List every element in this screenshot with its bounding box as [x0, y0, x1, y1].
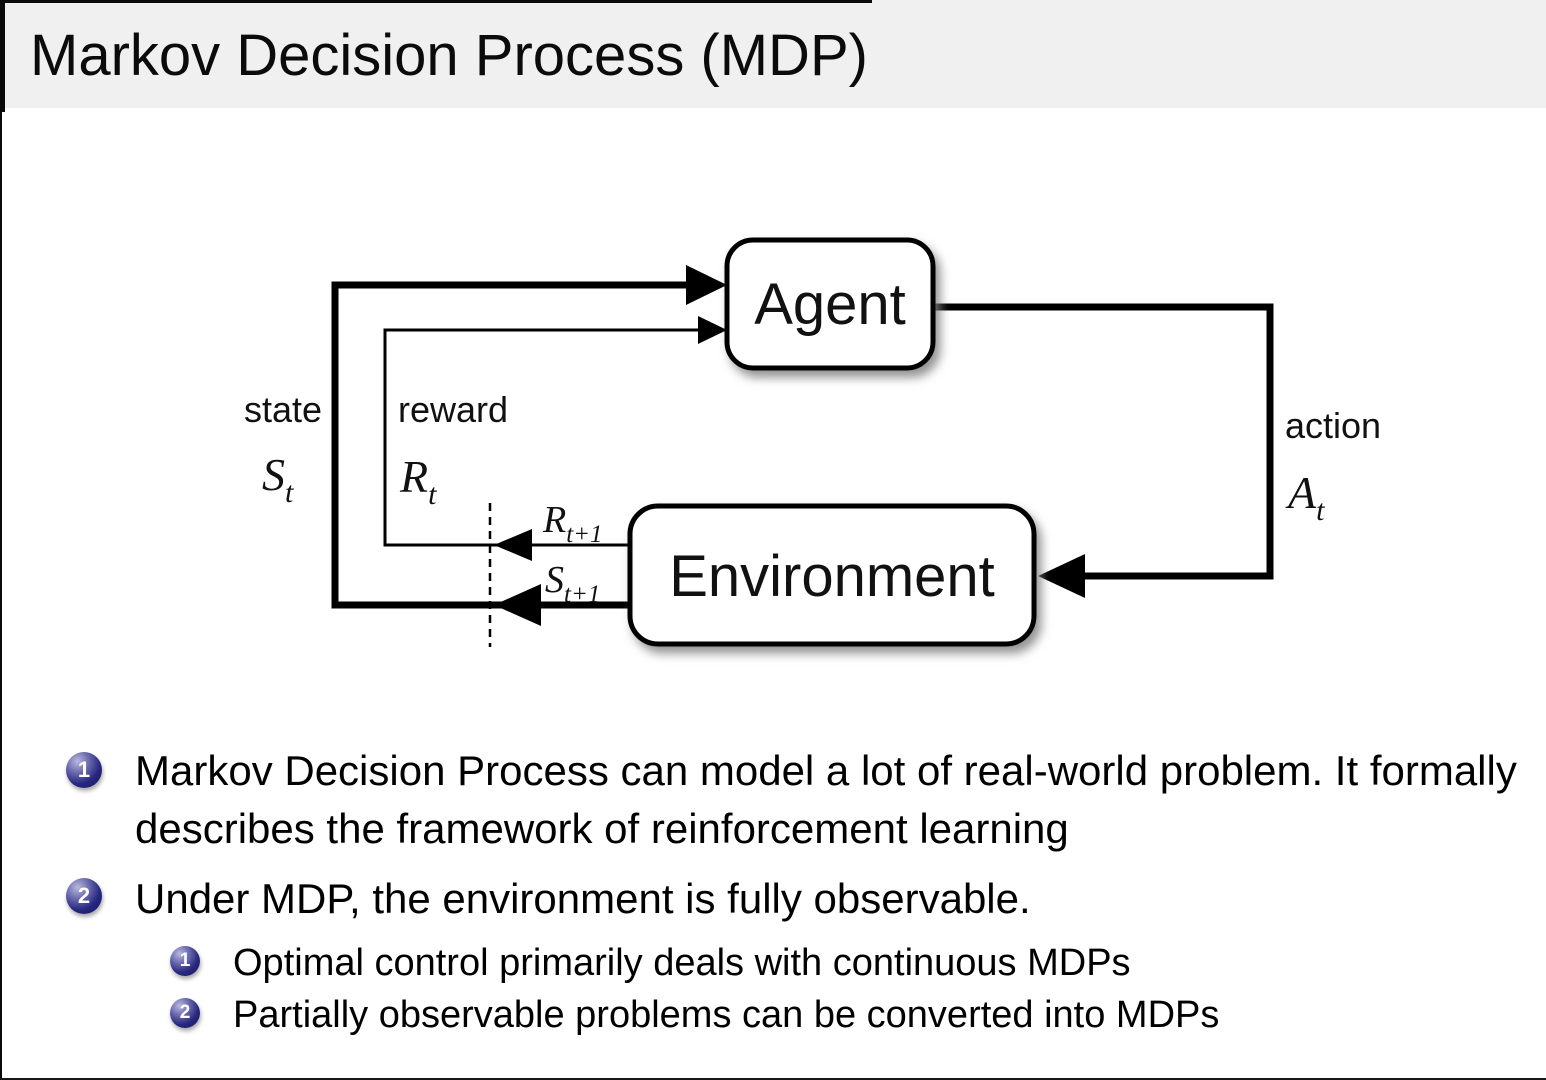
window-bottom-edge — [0, 1078, 1546, 1080]
agent-box — [724, 237, 936, 371]
reward-arrowhead-into-agent-icon — [698, 316, 727, 344]
next-reward-symbol-sub: t+1 — [566, 521, 602, 548]
next-state-symbol: St+1 — [545, 559, 600, 608]
enumerate-ball-1: 1 — [66, 752, 102, 788]
reward-symbol-base: R — [399, 451, 428, 502]
enumerate-ball-2-number: 2 — [77, 883, 91, 908]
action-symbol: At — [1285, 467, 1325, 527]
page-title: Markov Decision Process (MDP) — [30, 23, 868, 88]
window-left-edge-title — [0, 0, 5, 112]
state-loop-line — [331, 281, 690, 609]
sub-enumerate-ball-2-number: 2 — [179, 1002, 191, 1023]
bullet-item-2-text: Under MDP, the environment is fully obse… — [135, 875, 1031, 922]
action-arrowhead-into-environment-icon — [1038, 554, 1085, 598]
action-symbol-base: A — [1285, 467, 1317, 518]
enumerate-ball-2: 2 — [66, 878, 102, 914]
sub-bullet-item-2-text: Partially observable problems can be con… — [233, 994, 1220, 1036]
sub-enumerate-ball-2: 2 — [170, 998, 200, 1028]
state-symbol-base: S — [262, 449, 285, 500]
window-left-edge — [0, 0, 2, 1080]
action-loop-line — [933, 303, 1274, 580]
next-state-symbol-sub: t+1 — [564, 581, 600, 608]
state-arrowhead-into-agent-icon — [686, 265, 727, 305]
agent-label: Agent — [754, 272, 906, 337]
next-state-arrowhead-icon — [494, 584, 541, 626]
mdp-diagram: Agent Environment state St reward Rt Rt+… — [0, 180, 1546, 700]
bullet-item-1-text: Markov Decision Process can model a lot … — [135, 747, 1517, 852]
next-reward-symbol: Rt+1 — [542, 499, 603, 548]
reward-symbol: Rt — [399, 451, 437, 511]
reward-symbol-sub: t — [428, 478, 437, 511]
next-state-symbol-base: S — [545, 559, 564, 601]
enumerate-ball-1-number: 1 — [77, 757, 91, 782]
environment-box — [627, 503, 1037, 647]
reward-label: reward — [398, 389, 508, 430]
sub-bullet-item-1-text: Optimal control primarily deals with con… — [233, 942, 1131, 984]
next-reward-symbol-base: R — [542, 499, 566, 541]
state-symbol-sub: t — [285, 476, 294, 509]
state-label: state — [244, 389, 322, 430]
next-reward-arrowhead-icon — [494, 529, 532, 561]
environment-label: Environment — [669, 544, 995, 609]
sub-enumerate-ball-1: 1 — [170, 946, 200, 976]
sub-enumerate-ball-1-number: 1 — [179, 950, 191, 971]
title-bar: Markov Decision Process (MDP) — [0, 0, 1546, 108]
action-symbol-sub: t — [1316, 494, 1325, 527]
action-label: action — [1285, 405, 1381, 446]
state-symbol: St — [262, 449, 294, 509]
window-top-edge — [0, 0, 872, 3]
agent-environment-loop-figure: Agent Environment state St reward Rt Rt+… — [244, 237, 1381, 647]
